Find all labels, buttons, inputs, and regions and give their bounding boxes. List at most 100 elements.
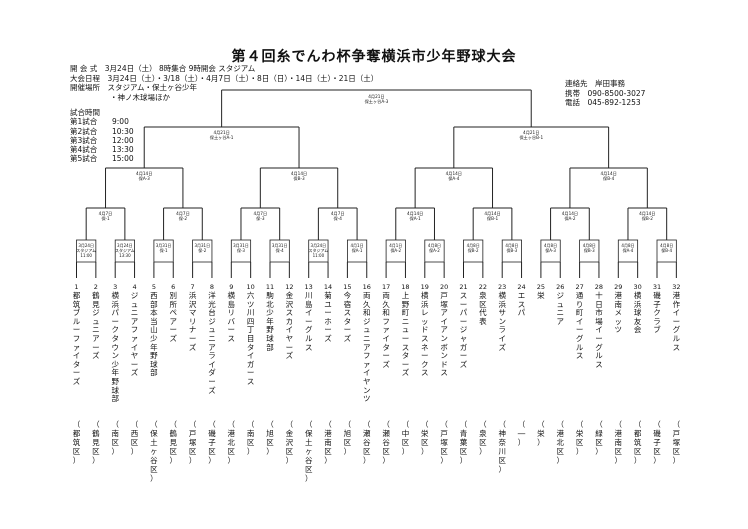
team-name: 通 り 町 イ ー グ ル ス: [575, 291, 584, 361]
contact-value: 岸田事務: [595, 79, 625, 88]
round1-match-label: 4月8日 保A-3: [544, 243, 558, 253]
team-district: （ 港 南 区 ）: [324, 420, 332, 465]
team-number: 3: [113, 283, 118, 291]
round1-match-label: 3月31日 保-3: [233, 243, 249, 253]
team-number: 19: [420, 283, 429, 291]
team-name: 別 所 ペ ア ー ズ: [169, 291, 178, 343]
team-name: 六 ツ 川 四 丁 目 タ イ ガ ー ス: [246, 291, 255, 386]
team-name: 今 宿 ス タ ー ズ: [343, 291, 352, 343]
team-number: 22: [478, 283, 487, 291]
team-district: （ 磯 子 区 ）: [208, 420, 216, 465]
contact-value: 045-892-1253: [587, 98, 641, 107]
team-name: 横 島 リ バ ー ス: [227, 291, 236, 343]
round1-match-label: 4月8日 保B-4: [660, 243, 674, 253]
quarterfinal-match-label: 4月14日 保A-3: [136, 171, 153, 181]
round2-match-label: 4月7日 保-1: [98, 211, 113, 221]
round2-match-label: 4月14日 保A-2: [561, 211, 579, 221]
team-district: （ 鶴 見 区 ）: [92, 420, 100, 465]
team-district: （ 戸 塚 区 ）: [440, 420, 448, 465]
round2-match-label: 4月7日 保-2: [176, 211, 190, 221]
contact-row: 携帯 090-8500-3027: [565, 89, 645, 99]
team-district: （ 戸 塚 区 ）: [672, 420, 681, 465]
team-district: （ 旭 区 ）: [266, 420, 274, 456]
round2-match-label: 4月7日 保-3: [253, 211, 268, 221]
info-value: 3月24日（土）・3/18（土）・4月7日（土）・8日（日）・14日（土）・21…: [107, 73, 379, 83]
round2-match-label: 4月7日 保-4: [330, 211, 345, 221]
team-district: （ 栄 区 ）: [421, 420, 429, 456]
team-name: 港 作 イ ー グ ル ス: [672, 291, 681, 352]
team-name: ジ ュ ニ ア フ ァ イ ヤ ー ズ: [130, 291, 139, 378]
team-number: 7: [190, 283, 195, 291]
team-number: 9: [229, 283, 234, 291]
semifinal-match-label: 4月21日 保土ヶ谷A-1: [209, 130, 234, 140]
team-name: 港 南 メ ッ ツ: [614, 291, 623, 335]
team-number: 12: [285, 283, 294, 291]
team-name: 洋 光 台 ジ ュ ニ ア ラ イ ダ ー ズ: [208, 291, 216, 395]
team-number: 11: [265, 283, 275, 291]
team-number: 25: [536, 283, 546, 291]
team-number: 6: [171, 283, 176, 291]
round1-match-label: 4月8日 保B-3: [505, 243, 519, 253]
info-value: 3月24日（土） 8時集合 9時開会 スタジアム: [104, 64, 256, 73]
team-district: （ 戸 塚 区 ）: [188, 420, 197, 465]
semifinal-match-label: 4月21日 保土ヶ谷B-1: [519, 130, 544, 140]
round1-match-label: 4月1日 保A-1: [350, 243, 364, 253]
round1-match-label: 4月8日 保B-2: [466, 243, 480, 253]
team-name: 横 浜 パ ー ク タ ウ ン 少 年 野 球 部: [111, 291, 119, 404]
info-row: 開 会 式 3月24日（土） 8時集合 9時開会 スタジアム: [70, 64, 378, 74]
info-label: 開催場所: [70, 83, 100, 92]
team-number: 20: [440, 283, 449, 291]
team-name: 横 浜 サ ン ラ イ ズ: [498, 291, 506, 352]
page-title: 第４回糸でんわ杯争奪横浜市少年野球大会: [231, 49, 517, 65]
round2-match-label: 4月14日 保B-2: [639, 211, 656, 221]
team-name: 両 久 和 フ ァ イ タ ー ズ: [382, 291, 390, 369]
team-district: （ 旭 区 ）: [343, 420, 352, 456]
team-district: （ 保 土 ヶ 谷 区 ）: [150, 420, 158, 483]
team-name: 川 島 イ ー グ ル ス: [304, 291, 313, 352]
team-district: （ 保 土 ヶ 谷 区 ）: [304, 420, 313, 483]
event-info: 開 会 式 3月24日（土） 8時集合 9時開会 スタジアム 大会日程 3月24…: [70, 64, 378, 102]
team-district: （ 栄 ）: [537, 420, 545, 447]
team-district: （ 南 区 ）: [246, 420, 255, 456]
team-name: 西 部 本 当 山 少 年 野 球 部: [150, 291, 158, 378]
team-district: （ 金 沢 区 ）: [285, 420, 294, 465]
team-name: 金 沢 ス カ イ ヤ ー ズ: [285, 291, 294, 361]
team-name: 十 日 市 場 イ ー グ ル ス: [595, 291, 603, 369]
team-number: 17: [381, 283, 391, 291]
final-match-label: 4月21日 保土ヶ谷A-3: [364, 94, 389, 104]
team-number: 8: [209, 283, 214, 291]
team-number: 24: [517, 283, 526, 291]
round1-match-label: 3月24日 スタジアム 11:00: [308, 243, 329, 258]
team-name: 菊 ユ ー ホ ー ズ: [324, 291, 332, 343]
contact-row: 電話 045-892-1253: [565, 98, 645, 108]
contact-row: 連絡先 岸田事務: [565, 79, 645, 89]
contact-info: 連絡先 岸田事務 携帯 090-8500-3027 電話 045-892-125…: [565, 79, 645, 108]
team-district: （ 神 奈 川 区 ）: [498, 420, 506, 474]
team-number: 31: [652, 283, 662, 291]
team-number: 15: [343, 283, 352, 291]
round1-match-label: 3月31日 保-4: [271, 243, 288, 253]
team-name: 上 野 町 ニ ュ ー ス タ ー ズ: [401, 291, 410, 378]
team-district: （ 瀬 谷 区 ）: [363, 420, 371, 465]
quarterfinal-match-label: 4月14日 保A-4: [445, 171, 462, 181]
team-district: （ 港 北 区 ）: [227, 420, 236, 465]
team-district: （ 港 南 区 ）: [614, 420, 623, 465]
info-label: 大会日程: [70, 73, 100, 83]
team-name: 鶴 見 ジ ュ ニ ア ー ズ: [92, 291, 100, 361]
team-name: 泉 区 代 表: [479, 291, 487, 326]
team-district: （ 泉 区 ）: [479, 420, 487, 456]
round1-match-label: 3月24日 スタジアム 11:00: [76, 243, 97, 258]
team-name: 栄: [537, 291, 545, 300]
round2-match-label: 4月14日 保B-1: [484, 211, 501, 221]
team-number: 21: [459, 283, 468, 291]
team-number: 32: [672, 283, 681, 291]
info-row: 大会日程 3月24日（土）・3/18（土）・4月7日（土）・8日（日）・14日（…: [70, 74, 378, 84]
team-name: ス ー パ ー ジ ャ ガ ー ズ: [459, 291, 468, 369]
round1-match-label: 4月8日 保B-3: [582, 243, 596, 253]
quarterfinal-match-label: 4月14日 保B-4: [600, 171, 617, 181]
